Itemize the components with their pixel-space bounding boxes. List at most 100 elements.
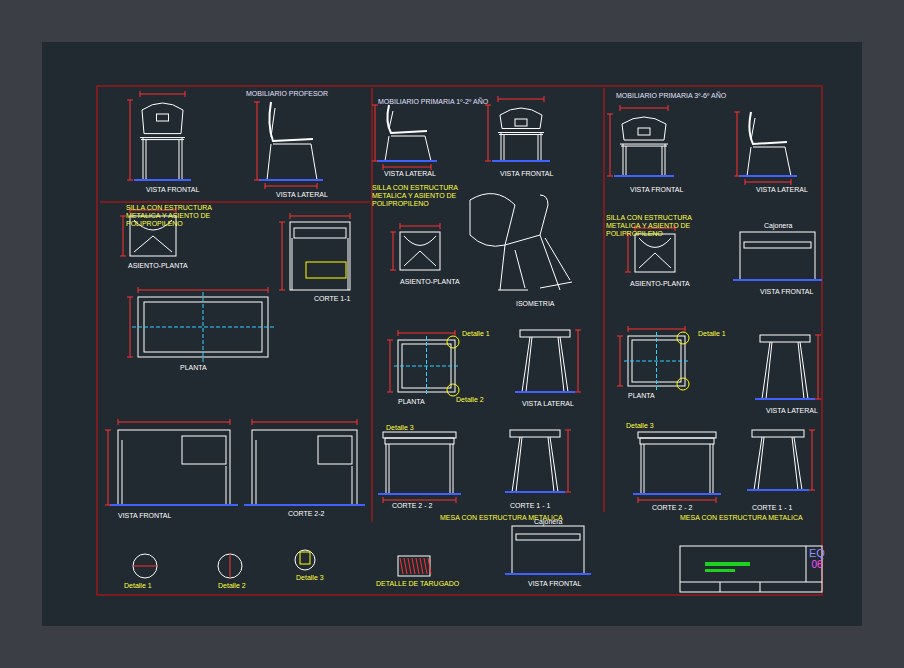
floor-line bbox=[378, 493, 461, 495]
view-label: MESA CON ESTRUCTURA METALICA bbox=[440, 514, 563, 522]
dimension-tick bbox=[456, 497, 457, 503]
dimension-line bbox=[745, 182, 791, 183]
view-label: Detalle 3 bbox=[296, 574, 324, 582]
chair-leg bbox=[501, 133, 502, 161]
view-label: CORTE 2 - 2 bbox=[392, 502, 432, 510]
section-title: MOBILIARIO PROFESOR bbox=[246, 90, 328, 98]
dimension-tick bbox=[628, 326, 629, 332]
dimension-line bbox=[628, 329, 685, 330]
chair-shell bbox=[142, 103, 183, 134]
dimension-tick bbox=[120, 256, 126, 257]
hatch-line bbox=[412, 558, 415, 574]
table-leg bbox=[450, 444, 451, 494]
dimension-tick bbox=[390, 270, 396, 271]
detail-line bbox=[230, 554, 231, 578]
detail-circle bbox=[218, 554, 242, 578]
detail-line bbox=[133, 566, 157, 567]
dimension-tick bbox=[440, 223, 441, 229]
dimension-line bbox=[140, 94, 185, 95]
dimension-tick bbox=[252, 419, 253, 425]
floor-line bbox=[747, 489, 809, 491]
hatch-line bbox=[424, 558, 427, 574]
dimension-line bbox=[398, 333, 455, 334]
dimension-tick bbox=[400, 223, 401, 229]
dimension-line bbox=[578, 330, 579, 392]
view-label: Detalle 1 bbox=[462, 330, 490, 338]
hatch-line bbox=[404, 558, 407, 574]
dimension-tick bbox=[638, 497, 639, 503]
view-label: CORTE 2-2 bbox=[288, 510, 324, 518]
dimension-tick bbox=[716, 497, 717, 503]
dimension-tick bbox=[390, 232, 396, 233]
floor-line bbox=[633, 493, 721, 495]
desk-plan-frame bbox=[144, 302, 262, 352]
dimension-tick bbox=[815, 399, 821, 400]
hatch-line bbox=[420, 558, 423, 574]
view-label: VISTA LATERAL bbox=[522, 400, 574, 408]
dimension-line bbox=[620, 336, 621, 386]
dimension-tick bbox=[279, 222, 285, 223]
dimension-line bbox=[130, 100, 131, 180]
chair-seat bbox=[140, 137, 185, 138]
dimension-tick bbox=[127, 297, 133, 298]
view-label: VISTA FRONTAL bbox=[528, 580, 581, 588]
view-label: Detalle 2 bbox=[218, 582, 246, 590]
dimension-tick bbox=[127, 180, 133, 181]
floor-line bbox=[259, 179, 323, 181]
section-divider bbox=[372, 88, 373, 522]
table-leg bbox=[386, 444, 387, 494]
table-leg bbox=[389, 444, 390, 494]
dimension-tick bbox=[791, 179, 792, 185]
table-top bbox=[638, 432, 716, 438]
dimension-tick bbox=[279, 290, 285, 291]
desk-section bbox=[290, 222, 350, 290]
dimension-tick bbox=[745, 179, 746, 185]
isometric-chair bbox=[470, 194, 572, 290]
dimension-tick bbox=[317, 183, 318, 189]
detail-circle bbox=[447, 336, 459, 348]
dimension-line bbox=[265, 186, 317, 187]
view-label: VISTA LATERAL bbox=[756, 186, 808, 194]
chair-leg bbox=[662, 146, 663, 176]
view-label: CORTE 2 - 2 bbox=[652, 504, 692, 512]
view-label: CORTE 1-1 bbox=[314, 295, 350, 303]
section-divider bbox=[604, 88, 605, 512]
dimension-tick bbox=[118, 419, 119, 425]
dimension-tick bbox=[809, 490, 815, 491]
chair-leg bbox=[143, 138, 144, 180]
floor-line bbox=[244, 504, 365, 506]
dimension-tick bbox=[350, 213, 351, 219]
table-leg bbox=[512, 437, 558, 492]
title-bar bbox=[705, 569, 735, 572]
table-top bbox=[520, 330, 570, 337]
title-bar bbox=[705, 562, 750, 566]
view-label: ASIENTO-PLANTA bbox=[128, 262, 188, 270]
view-label: SILLA CON ESTRUCTURA METALICA Y ASIENTO … bbox=[372, 184, 467, 208]
dimension-line bbox=[252, 422, 357, 423]
dimension-line bbox=[383, 167, 431, 168]
floor-line bbox=[505, 491, 565, 493]
dimension-line bbox=[290, 216, 350, 217]
drawer-unit bbox=[512, 526, 584, 574]
dimension-tick bbox=[120, 216, 126, 217]
desk-leg bbox=[226, 466, 227, 505]
view-label: VISTA LATERAL bbox=[766, 407, 818, 415]
table-top bbox=[760, 335, 810, 342]
title-block-line bbox=[806, 546, 807, 582]
chair-frame bbox=[385, 111, 431, 161]
sheet-code: 06 bbox=[809, 560, 825, 571]
view-label: ISOMETRIA bbox=[516, 300, 555, 308]
title-block-line bbox=[680, 582, 822, 583]
dimension-tick bbox=[607, 114, 613, 115]
dimension-line bbox=[282, 222, 283, 290]
dimension-tick bbox=[138, 287, 139, 293]
dimension-line bbox=[638, 500, 716, 501]
dimension-line bbox=[138, 290, 268, 291]
dimension-tick bbox=[383, 164, 384, 170]
floor-line bbox=[739, 175, 797, 177]
dimension-tick bbox=[383, 497, 384, 503]
dimension-tick bbox=[254, 180, 260, 181]
dimension-tick bbox=[544, 96, 545, 102]
view-label: PLANTA bbox=[180, 364, 207, 372]
